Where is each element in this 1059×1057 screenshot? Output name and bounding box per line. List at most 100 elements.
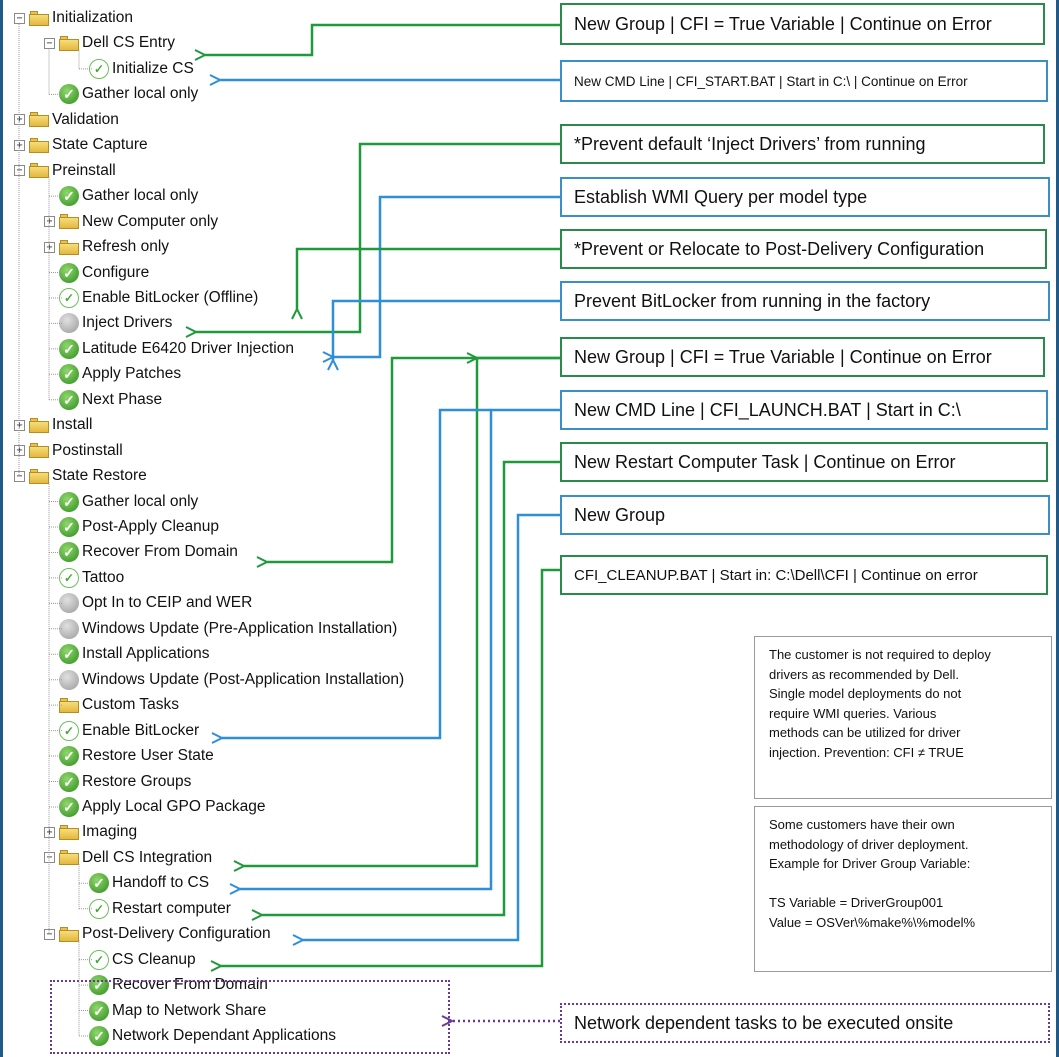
folder-icon	[29, 112, 49, 128]
callout-text: Prevent BitLocker from running in the fa…	[574, 290, 931, 311]
connector-arrow	[333, 299, 560, 360]
callout-box: *Prevent default ‘Inject Drivers’ from r…	[560, 124, 1045, 164]
connector-arrow	[244, 356, 560, 866]
tree-item[interactable]: ✓CS Cleanup	[74, 948, 196, 972]
check-icon: ✓	[59, 186, 79, 207]
left-frame-edge	[0, 0, 3, 1057]
callout-text: New Group	[574, 504, 666, 525]
tree-item-label: Dell CS Integration	[82, 848, 213, 866]
check-icon: ✓	[59, 746, 79, 767]
tree-item-label: Map to Network Share	[112, 1001, 267, 1019]
tree-item[interactable]: − Dell CS Entry	[44, 31, 175, 55]
tree-item-label: Restart computer	[112, 899, 231, 917]
tree-item[interactable]: Windows Update (Pre-Application Installa…	[44, 617, 397, 641]
tree-item[interactable]: ✓Gather local only	[44, 490, 198, 514]
callout-text: *Prevent or Relocate to Post-Delivery Co…	[574, 238, 985, 259]
tree-item[interactable]: ✓Configure	[44, 261, 149, 285]
tree-item-label: Post-Delivery Configuration	[82, 925, 271, 943]
tree-item[interactable]: ✓Post-Apply Cleanup	[44, 515, 219, 539]
tree-item[interactable]: ✓Restore Groups	[44, 770, 191, 794]
folder-icon	[59, 697, 79, 713]
tree-item-label: Post-Apply Cleanup	[82, 518, 219, 535]
tree-item[interactable]: ✓Install Applications	[44, 642, 210, 666]
callout-box: New CMD Line | CFI_START.BAT | Start in …	[560, 60, 1048, 102]
folder-icon	[29, 137, 49, 153]
tree-item[interactable]: ✓Map to Network Share	[74, 999, 266, 1023]
tree-item-label: Tattoo	[82, 568, 125, 586]
folder-icon	[59, 239, 79, 255]
callout-text: New CMD Line | CFI_LAUNCH.BAT | Start in…	[574, 399, 961, 420]
tree-item[interactable]: ✓Handoff to CS	[74, 871, 209, 895]
tree-item-label: Dell CS Entry	[82, 34, 176, 52]
callout-text: *Prevent default ‘Inject Drivers’ from r…	[574, 133, 926, 154]
check-icon: ✓	[59, 517, 79, 537]
check-icon: ✓	[59, 796, 79, 817]
tree-item[interactable]: ✓Next Phase	[44, 388, 162, 412]
tree-item[interactable]: +Install	[14, 413, 93, 437]
tree-item[interactable]: −Initialization	[14, 6, 133, 30]
check-icon: ✓	[59, 364, 79, 385]
explanation-note: The customer is not required to deploy d…	[754, 636, 1052, 799]
tree-item-label: Postinstall	[52, 441, 123, 459]
tree-item[interactable]: ✓Network Dependant Applications	[74, 1024, 336, 1048]
tree-item[interactable]: Windows Update (Post-Application Install…	[44, 668, 404, 692]
callout-box: Network dependent tasks to be executed o…	[560, 1003, 1050, 1043]
tree-item[interactable]: ✓Gather local only	[44, 184, 198, 208]
check-icon: ✓	[59, 491, 79, 512]
tree-item-label: Network Dependant Applications	[112, 1027, 337, 1044]
tree-item-label: Restore Groups	[82, 772, 192, 790]
folder-icon	[29, 417, 49, 433]
connector-arrow	[205, 23, 560, 55]
tree-item-label: Install	[52, 416, 93, 434]
check-icon: ✓	[89, 873, 109, 894]
tree-item-label: State Capture	[52, 136, 148, 154]
callout-box: New CMD Line | CFI_LAUNCH.BAT | Start in…	[560, 390, 1048, 430]
tree-item-label: Next Phase	[82, 390, 163, 408]
tree-item-label: Configure	[82, 263, 150, 281]
collapse-icon[interactable]: −	[14, 12, 25, 24]
connector-arrow	[303, 513, 560, 940]
callout-box: New Group | CFI = True Variable | Contin…	[560, 3, 1045, 45]
tree-item[interactable]: ✓Recover From Domain	[44, 540, 238, 564]
tree-item-label: Windows Update (Pre-Application Installa…	[82, 619, 398, 637]
folder-icon	[59, 850, 79, 866]
tree-item[interactable]: ✓Restore User State	[44, 744, 214, 768]
callout-box: New Group	[560, 495, 1050, 535]
check-icon: ✓	[59, 84, 79, 105]
tree-item-label: Imaging	[82, 823, 138, 841]
callout-text: Network dependent tasks to be executed o…	[574, 1012, 954, 1033]
check-icon: ✓	[59, 287, 79, 308]
disabled-step-icon	[59, 593, 79, 614]
tree-item[interactable]: Inject Drivers	[44, 311, 172, 335]
tree-item-label: Opt In to CEIP and WER	[82, 594, 253, 612]
folder-icon	[59, 824, 79, 840]
tree-item-label: Apply Local GPO Package	[82, 797, 266, 815]
connector-arrow	[297, 247, 560, 309]
tree-item-label: New Computer only	[82, 212, 219, 230]
tree-item-label: Gather local only	[82, 492, 199, 510]
tree-item-label: Windows Update (Post-Application Install…	[82, 670, 405, 688]
tree-item[interactable]: ✓Apply Patches	[44, 362, 181, 386]
tree-item[interactable]: Custom Tasks	[44, 693, 179, 717]
tree-item[interactable]: +Validation	[14, 108, 119, 132]
tree-item-label: Initialize CS	[112, 59, 194, 77]
tree-item-label: Custom Tasks	[82, 696, 180, 714]
connector-arrow	[267, 356, 477, 562]
tree-item[interactable]: ✓Enable BitLocker (Offline)	[44, 286, 258, 310]
connector-arrow	[196, 142, 560, 332]
tree-item[interactable]: +State Capture	[14, 133, 148, 157]
callout-box: CFI_CLEANUP.BAT | Start in: C:\Dell\CFI …	[560, 555, 1048, 595]
tree-item[interactable]: ✓Apply Local GPO Package	[44, 795, 266, 819]
callout-box: Prevent BitLocker from running in the fa…	[560, 281, 1050, 321]
collapse-icon[interactable]: −	[44, 37, 55, 49]
callout-text: CFI_CLEANUP.BAT | Start in: C:\Dell\CFI …	[574, 566, 978, 584]
tree-item-label: Latitude E6420 Driver Injection	[82, 339, 294, 357]
tree-item[interactable]: −Dell CS Integration	[44, 846, 212, 870]
tree-item-label: Enable BitLocker	[82, 721, 200, 739]
tree-item[interactable]: ✓Tattoo	[44, 566, 124, 590]
tree-item[interactable]: ✓Initialize CS	[74, 57, 194, 81]
tree-item[interactable]: +New Computer only	[44, 210, 218, 234]
tree-item[interactable]: ✓Gather local only	[44, 82, 198, 106]
tree-item[interactable]: ✓Latitude E6420 Driver Injection	[44, 337, 294, 361]
tree-item[interactable]: Opt In to CEIP and WER	[44, 591, 252, 615]
